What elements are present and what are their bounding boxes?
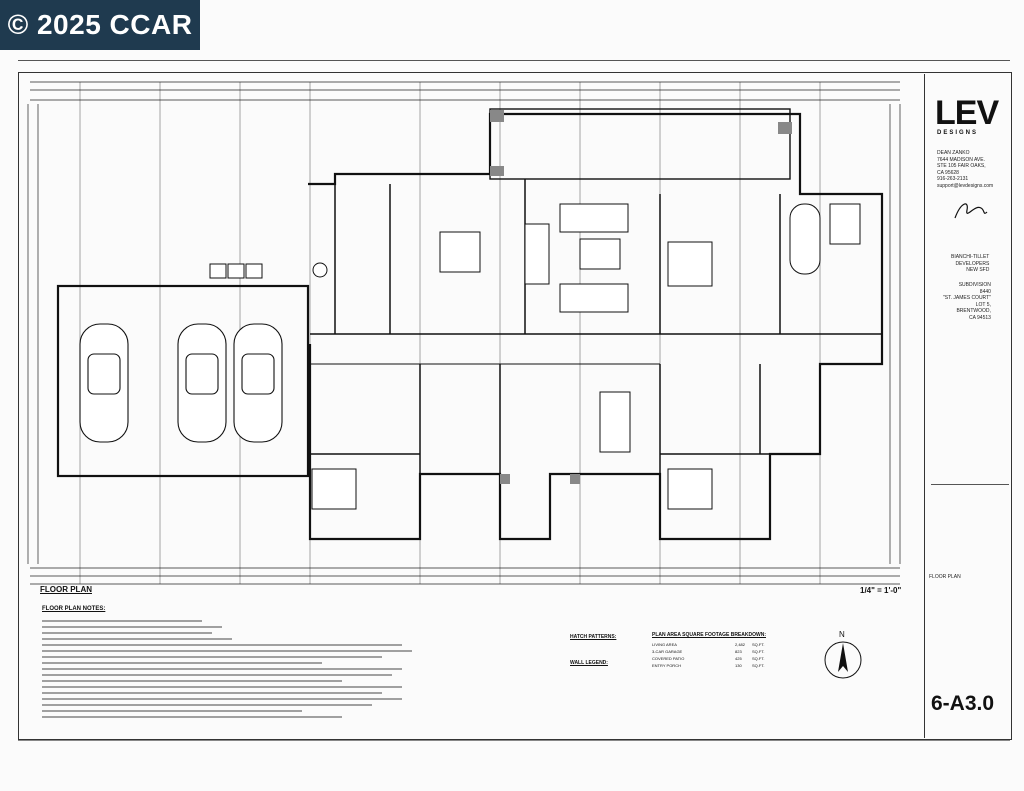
note-line: [42, 650, 412, 652]
note-line: [42, 632, 212, 634]
note-line: [42, 638, 232, 640]
designer-signature: [954, 203, 988, 219]
area-unit: SQ.FT.: [752, 656, 765, 661]
note-line: [42, 656, 382, 658]
area-value: 130: [735, 663, 742, 668]
note-line: [42, 686, 402, 688]
notes-title: FLOOR PLAN NOTES:: [42, 606, 106, 612]
area-value: 823: [735, 649, 742, 654]
area-unit: SQ.FT.: [752, 642, 765, 647]
subdivision-info: SUBDIVISION 8440 "ST. JAMES COURT" LOT 5…: [943, 282, 991, 321]
note-line: [42, 710, 302, 712]
project-name: BIANCHI-TILLET DEVELOPERS NEW SFD: [951, 254, 990, 273]
area-name: COVERED PATIO: [652, 656, 685, 661]
area-name: LIVING AREA: [652, 642, 677, 647]
note-line: [42, 620, 202, 622]
title-block: LEV DESIGNS DEAN ZANKO 7644 MADISON AVE.…: [924, 74, 1011, 738]
note-line: [42, 704, 372, 706]
area-name: ENTRY PORCH: [652, 663, 681, 668]
area-breakdown-title: PLAN AREA SQUARE FOOTAGE BREAKDOWN:: [652, 632, 766, 638]
note-line: [42, 626, 222, 628]
sheet-name: FLOOR PLAN: [929, 574, 961, 580]
logo-subtitle: DESIGNS: [937, 130, 979, 136]
note-line: [42, 668, 402, 670]
sheet-top-rule: [18, 60, 1010, 61]
note-line: [42, 680, 342, 682]
note-line: [42, 674, 392, 676]
sheet-border: [18, 72, 1012, 740]
area-name: 3-CAR GARAGE: [652, 649, 683, 654]
note-line: [42, 662, 322, 664]
note-line: [42, 716, 342, 718]
revision-table: [931, 484, 1009, 525]
area-unit: SQ.FT.: [752, 649, 765, 654]
sheet-number: 6-A3.0: [931, 692, 995, 715]
floor-plan-label: FLOOR PLAN: [40, 585, 92, 594]
lev-logo: LEV: [935, 94, 999, 132]
copyright-watermark: © 2025 CCAR: [0, 0, 200, 50]
designer-info: DEAN ZANKO 7644 MADISON AVE. STE 105 FAI…: [937, 150, 994, 189]
scale-label: 1/4" = 1'-0": [860, 586, 902, 595]
note-line: [42, 644, 402, 646]
sheet-bottom-rule: [18, 740, 1010, 741]
area-value: 425: [735, 656, 742, 661]
floor-plan-drawing: [27, 81, 901, 585]
note-line: [42, 698, 402, 700]
note-line: [42, 692, 382, 694]
north-arrow-icon: [824, 641, 862, 679]
wall-legend-title: WALL LEGEND:: [570, 660, 608, 666]
area-value: 2,482: [735, 642, 746, 647]
hatch-patterns-title: HATCH PATTERNS:: [570, 634, 617, 640]
area-unit: SQ.FT.: [752, 663, 765, 668]
north-label: N: [839, 630, 845, 639]
